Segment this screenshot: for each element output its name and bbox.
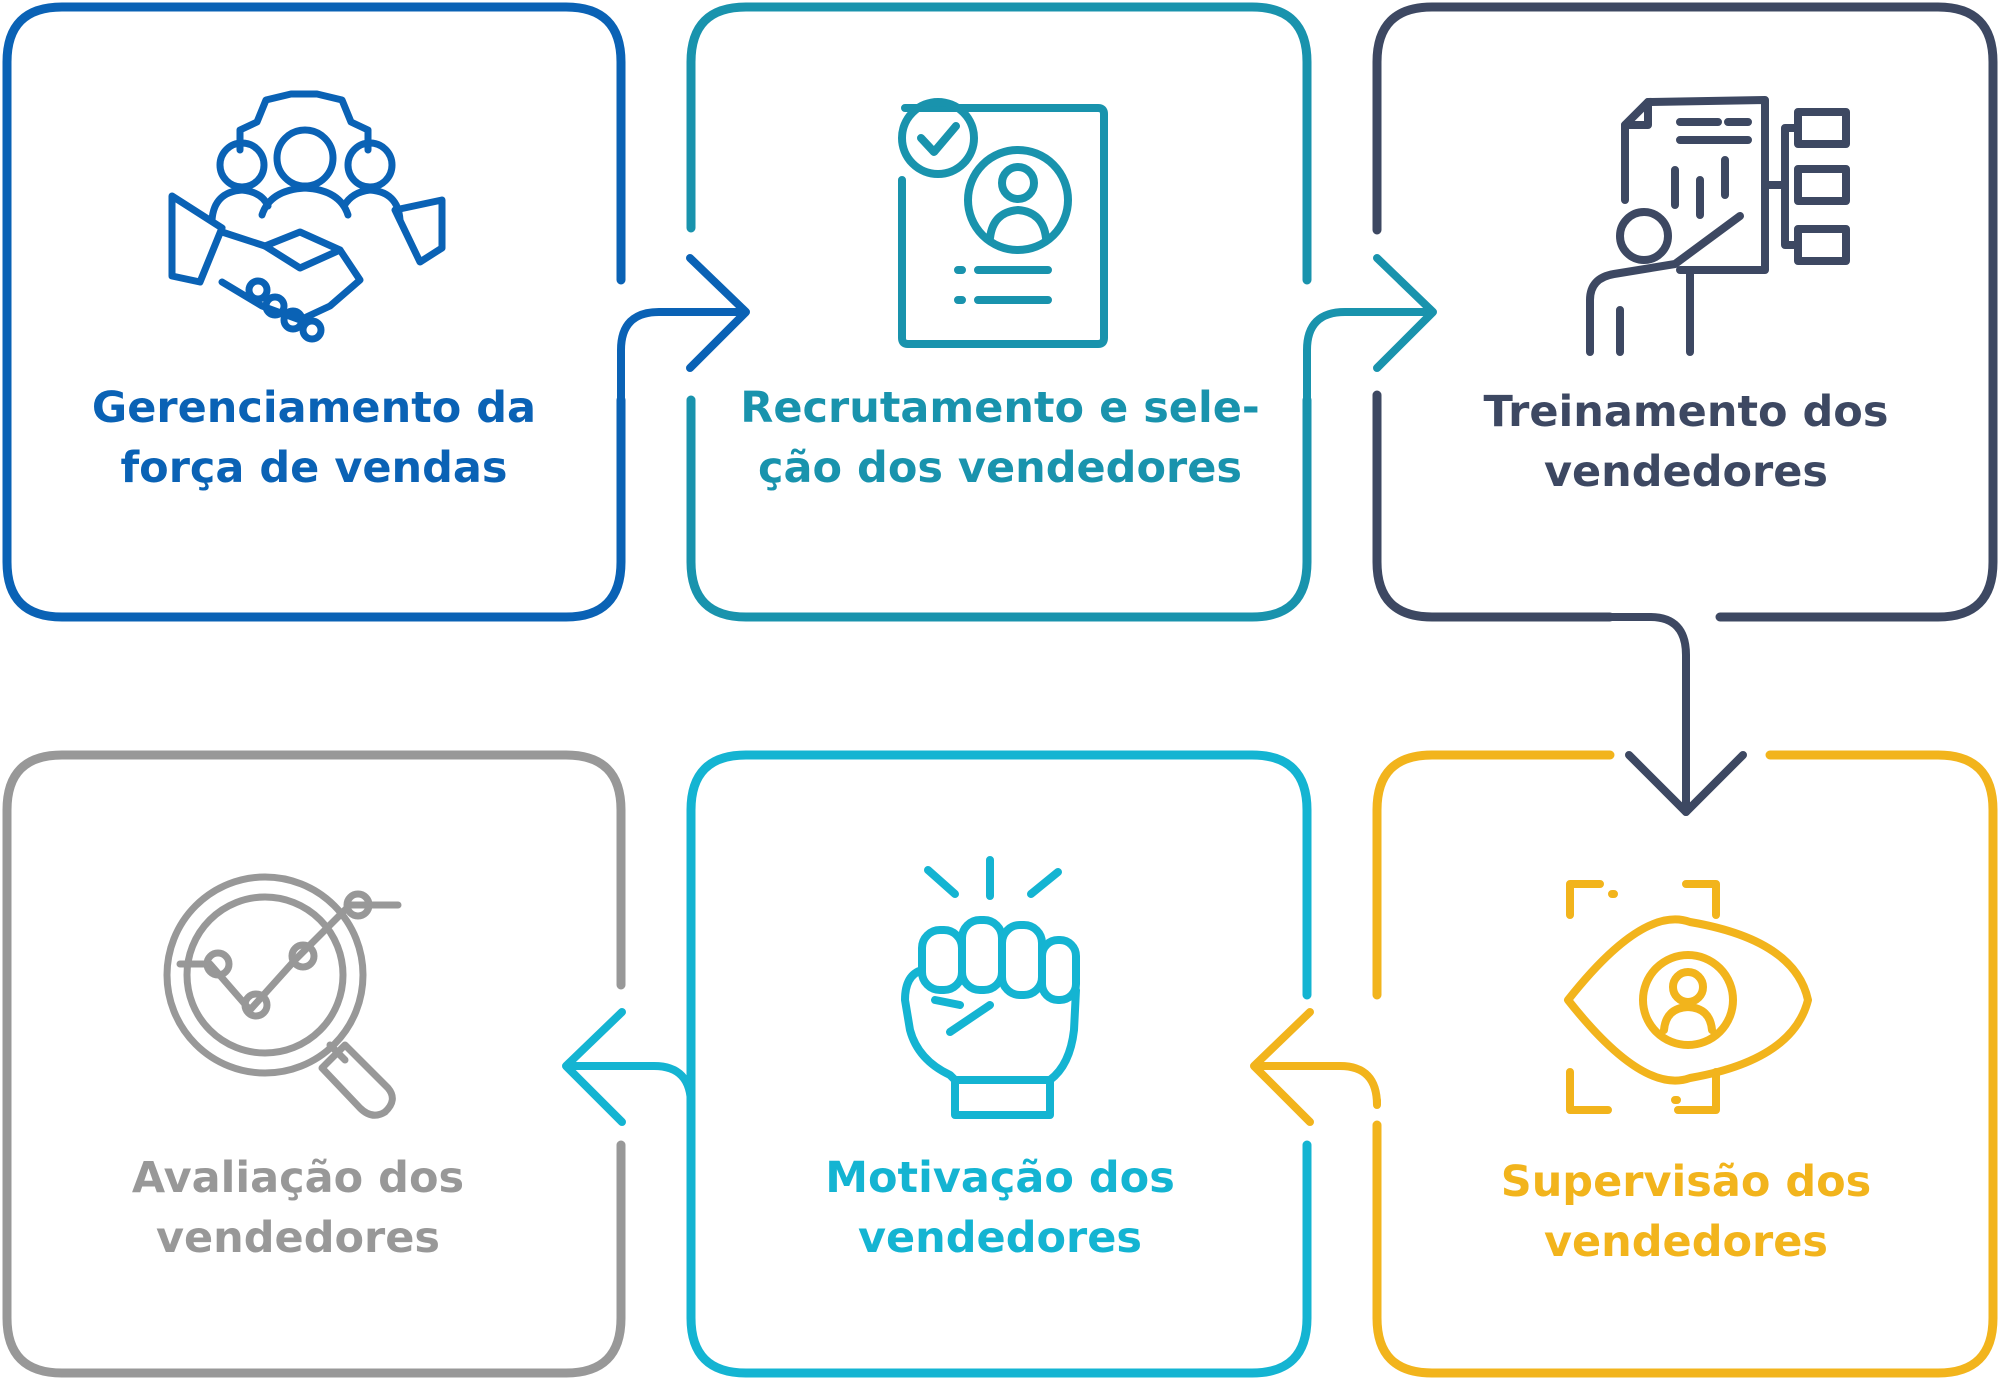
label-line-2: força de vendas <box>120 443 508 493</box>
label-line-1: Supervisão dos <box>1500 1157 1872 1207</box>
label-supervisao: Supervisão dos vendedores <box>1384 1152 1988 1272</box>
label-line-2: vendedores <box>1543 1217 1829 1267</box>
label-line-2: vendedores <box>1543 447 1829 497</box>
connector-arrow-2-3 <box>1303 254 1437 414</box>
box-avaliacao <box>2 750 626 1378</box>
raised-fist-icon <box>901 856 1080 1119</box>
connector-arrow-1-2 <box>617 254 750 414</box>
label-line-1: Treinamento dos <box>1483 387 1889 437</box>
label-line-1: Recrutamento e sele- <box>740 383 1260 433</box>
label-line-2: vendedores <box>857 1213 1143 1263</box>
label-line-1: Avaliação dos <box>131 1153 465 1203</box>
box-supervisao <box>1372 750 1998 1378</box>
handshake-team-gear-icon <box>168 90 446 343</box>
connector-arrow-5-6 <box>562 1008 695 1126</box>
label-recrutamento: Recrutamento e sele- ção dos vendedores <box>698 378 1302 498</box>
label-line-2: vendedores <box>155 1213 441 1263</box>
label-line-1: Gerenciamento da <box>91 383 537 433</box>
box-motivacao <box>686 750 1312 1378</box>
connector-arrow-4-5 <box>1250 1008 1381 1126</box>
label-treinamento: Treinamento dos vendedores <box>1384 382 1988 502</box>
box-treinamento <box>1372 2 1998 622</box>
label-gerenciamento: Gerenciamento da força de vendas <box>14 378 614 498</box>
magnifier-chart-icon <box>163 873 402 1119</box>
box-gerenciamento <box>2 2 626 622</box>
label-line-1: Motivação dos <box>825 1153 1175 1203</box>
label-line-2: ção dos vendedores <box>758 443 1242 493</box>
resume-checkmark-icon <box>898 98 1108 348</box>
box-recrutamento <box>686 2 1312 622</box>
label-motivacao: Motivação dos vendedores <box>698 1148 1302 1268</box>
label-avaliacao: Avaliação dos vendedores <box>14 1148 582 1268</box>
connector-arrow-3-4 <box>1606 613 1747 816</box>
presentation-trainer-icon <box>1586 96 1850 356</box>
eye-person-icon <box>1564 880 1812 1114</box>
